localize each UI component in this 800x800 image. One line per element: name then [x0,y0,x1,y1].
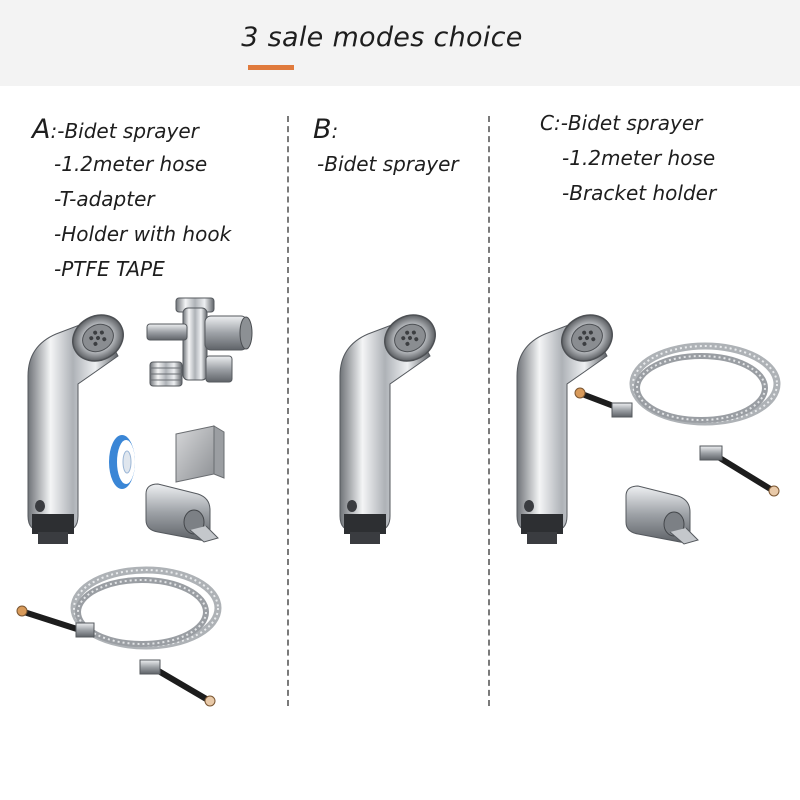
mode-a-bidet-sprayer-icon [27,305,133,545]
t-adapter-icon [146,297,253,387]
page-title: 3 sale modes choice [241,22,523,53]
mode-a-description: A:-Bidet sprayer -1.2meter hose -T-adapt… [32,112,231,287]
mode-a-line-2: -1.2meter hose [54,152,208,176]
mode-b-description: B: -Bidet sprayer [313,112,459,182]
mode-b-bidet-sprayer-icon [339,305,445,545]
divider-left [287,116,289,706]
holder-with-hook-icon [145,425,225,543]
mode-c-hose-icon [574,346,779,497]
title-accent-bar [248,65,294,70]
ptfe-tape-icon [109,435,135,489]
mode-b-letter: B [313,114,332,145]
mode-c-letter: C [540,111,554,135]
mode-a-line-4: -Holder with hook [54,222,232,246]
mode-c-line-1: C:-Bidet sprayer [540,111,703,135]
mode-a-letter: A [32,114,51,145]
mode-b-line-2: -Bidet sprayer [317,152,459,176]
mode-a-line-5: -PTFE TAPE [54,257,165,281]
mode-c-bidet-sprayer-icon [516,305,622,545]
mode-b-line-1: B: [313,114,339,145]
header-band [0,0,800,86]
mode-c-line-3: -Bracket holder [562,181,717,205]
mode-c-line-2: -1.2meter hose [562,146,716,170]
mode-c-description: C:-Bidet sprayer -1.2meter hose -Bracket… [540,106,716,211]
mode-a-hose-icon [16,570,218,707]
bracket-holder-icon [625,485,699,545]
divider-right [488,116,490,706]
mode-a-line-3: -T-adapter [54,187,155,211]
mode-a-line-1: A:-Bidet sprayer [32,114,199,145]
